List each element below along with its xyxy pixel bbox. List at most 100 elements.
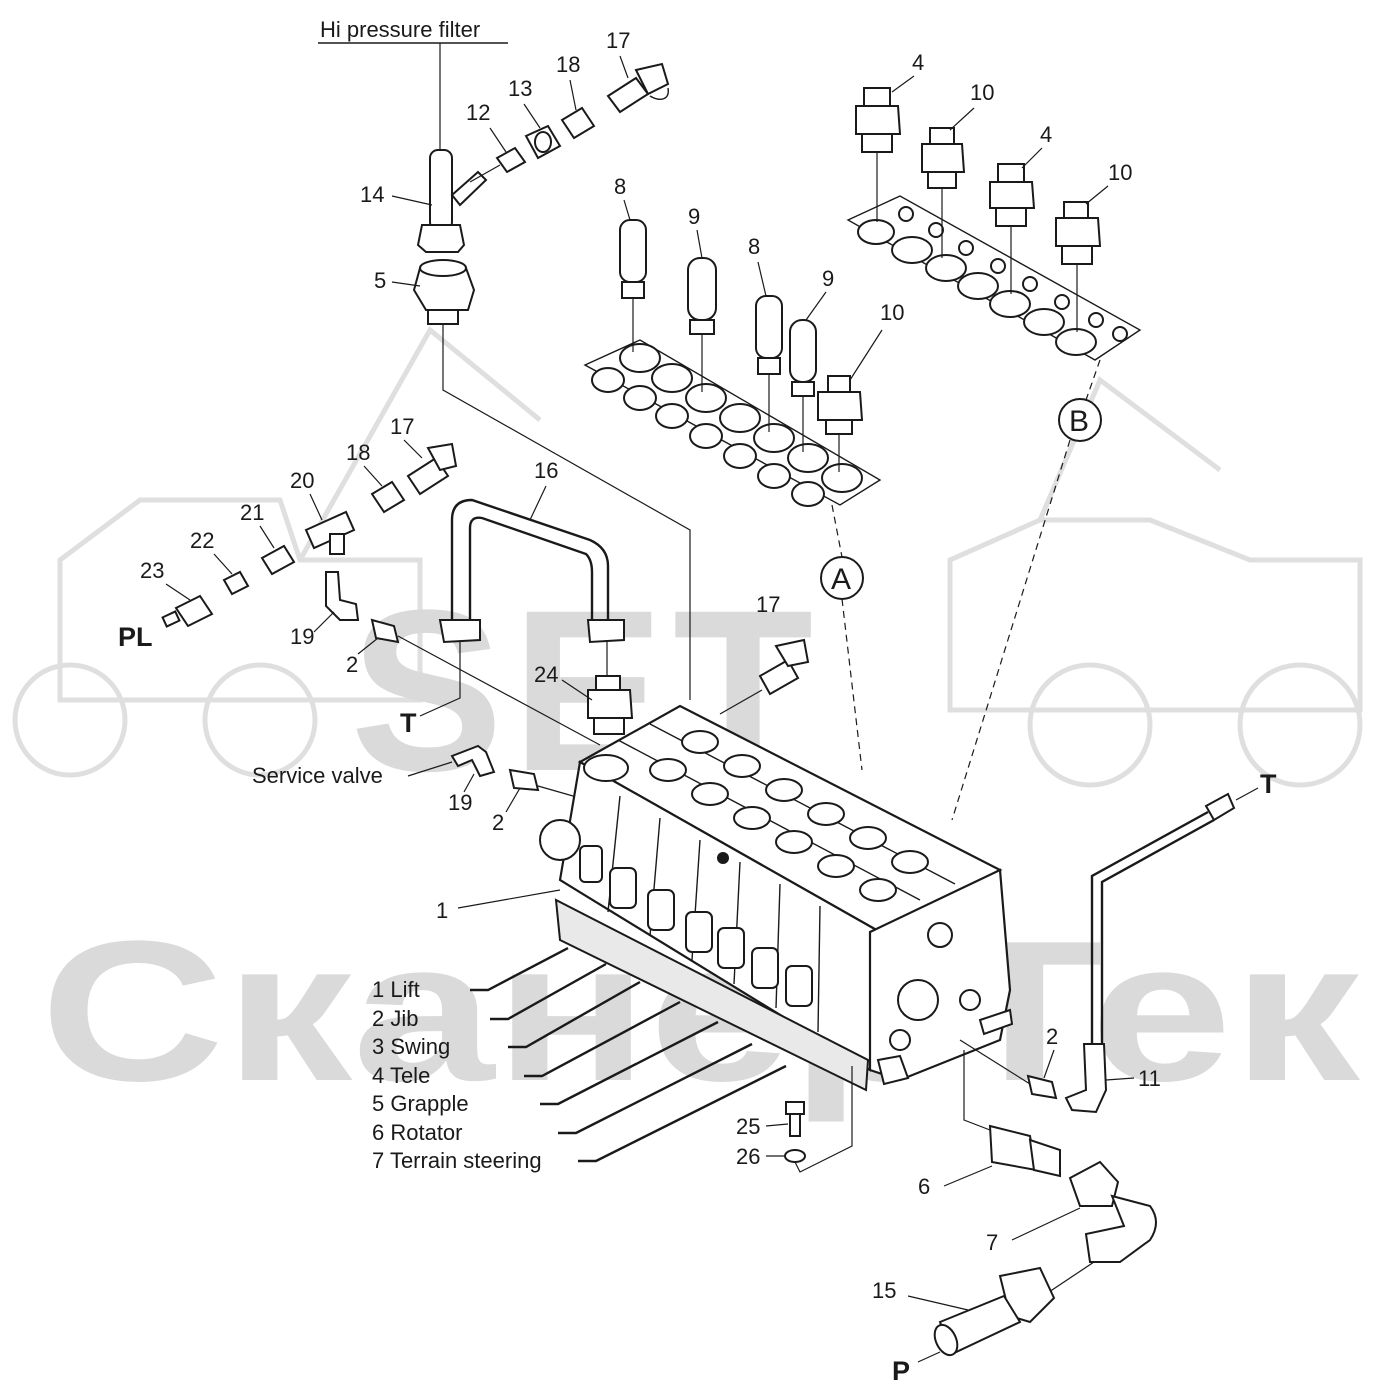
part-2-nipple-left <box>370 618 400 644</box>
part-17-test-point <box>606 62 670 114</box>
part-20-tee <box>304 510 356 555</box>
section-2: 2 Jib <box>372 1006 418 1031</box>
part-10b-fitting <box>921 127 966 189</box>
part-10c-fitting <box>1055 201 1102 265</box>
section-4: 4 Tele <box>372 1063 430 1088</box>
callout-11: 11 <box>1138 1066 1161 1091</box>
section-list: 1 Lift 2 Jib 3 Swing 4 Tele 5 Grapple 6 … <box>372 946 787 1173</box>
callout-17-top: 17 <box>606 28 630 53</box>
callout-12: 12 <box>466 100 490 125</box>
part-8b-fitting <box>755 295 783 375</box>
part-14-tee <box>416 149 488 253</box>
callout-2-left: 2 <box>346 652 358 677</box>
part-7-elbow <box>1068 1160 1157 1263</box>
section-3: 3 Swing <box>372 1034 450 1059</box>
callout-26: 26 <box>736 1144 760 1169</box>
part-10a-fitting <box>817 375 864 435</box>
callout-18-top: 18 <box>556 52 580 77</box>
port-t-left-label: T <box>400 708 417 738</box>
callout-10a: 10 <box>880 300 904 325</box>
callout-15: 15 <box>872 1278 896 1303</box>
part-26-washer <box>784 1149 806 1163</box>
callout-19-left: 19 <box>290 624 314 649</box>
callout-4a: 4 <box>912 50 924 75</box>
callout-25: 25 <box>736 1114 760 1139</box>
part-9b-fitting <box>789 319 817 397</box>
callout-5: 5 <box>374 268 386 293</box>
section-6: 6 Rotator <box>372 1120 463 1145</box>
part-2-nipple-service <box>508 768 540 792</box>
part-23-fitting <box>161 594 214 628</box>
filter-assembly: Hi pressure filter <box>318 17 691 700</box>
part-6-adapter <box>988 1124 1061 1178</box>
service-valve-assembly: Service valve 19 2 <box>252 744 581 835</box>
callout-2-service: 2 <box>492 810 504 835</box>
detail-a-ports: 8 9 8 9 10 A <box>583 174 904 771</box>
detail-a-fittings <box>591 343 863 507</box>
part-24-fitting <box>587 675 634 735</box>
part-17-test-point-left <box>406 442 458 496</box>
part-25-bolt <box>785 1101 805 1137</box>
callout-4b: 4 <box>1040 122 1052 147</box>
detail-b-marker: B <box>1058 398 1102 442</box>
callout-9b: 9 <box>822 266 834 291</box>
part-18-coupling <box>560 106 596 140</box>
port-pl-label: PL <box>118 622 153 652</box>
callout-13: 13 <box>508 76 532 101</box>
valve-solenoids <box>579 845 813 1007</box>
part-9a-fitting <box>687 257 717 335</box>
callout-6: 6 <box>918 1174 930 1199</box>
part-19-elbow-left <box>325 571 360 621</box>
port-p-label: P <box>892 1356 910 1386</box>
valve-marker-dot <box>717 852 729 864</box>
part-4a-fitting <box>855 87 902 153</box>
main-valve-block <box>539 704 1014 1092</box>
part-21-fitting <box>260 544 296 576</box>
part-22-fitting <box>222 570 250 596</box>
part-17-test-point-right <box>758 638 810 696</box>
part-2-nipple-right <box>1026 1074 1058 1100</box>
callout-23: 23 <box>140 558 164 583</box>
port-t-right-label: T <box>1260 769 1277 799</box>
callout-22: 22 <box>190 528 214 553</box>
part-13-nut <box>524 124 562 160</box>
part-4b-fitting <box>989 163 1036 227</box>
callout-10c: 10 <box>1108 160 1132 185</box>
callout-14: 14 <box>360 182 384 207</box>
callout-9a: 9 <box>688 204 700 229</box>
part-8a-fitting <box>619 219 647 299</box>
part-12-nipple <box>495 146 527 174</box>
callout-24: 24 <box>534 662 558 687</box>
section-5: 5 Grapple <box>372 1091 469 1116</box>
part-18-coupling-left <box>370 480 406 514</box>
svg-text:A: A <box>831 563 851 596</box>
detail-a-marker: A <box>820 556 864 600</box>
part-5-adapter <box>412 259 476 325</box>
section-1: 1 Lift <box>372 977 420 1002</box>
part-15-hose-end <box>933 1266 1056 1357</box>
valve-top-ports <box>583 730 929 902</box>
section-7: 7 Terrain steering <box>372 1148 542 1173</box>
callout-21: 21 <box>240 500 264 525</box>
callout-17-left: 17 <box>390 414 414 439</box>
callout-10b: 10 <box>970 80 994 105</box>
callout-17-right: 17 <box>756 592 780 617</box>
part-19-elbow-service <box>450 744 496 778</box>
callout-20: 20 <box>290 468 314 493</box>
detail-b-ports: 4 10 4 10 B <box>846 50 1142 821</box>
callout-7: 7 <box>986 1230 998 1255</box>
callout-2-right: 2 <box>1046 1024 1058 1049</box>
callout-16: 16 <box>534 458 558 483</box>
t-return-line: T <box>1090 769 1277 1050</box>
detail-b-fittings <box>857 206 1128 356</box>
svg-text:B: B <box>1069 405 1089 438</box>
callout-8a: 8 <box>614 174 626 199</box>
watermark-machinery-right <box>947 376 1363 788</box>
service-valve-label: Service valve <box>252 763 383 788</box>
hi-pressure-filter-label: Hi pressure filter <box>320 17 480 42</box>
watermark-machinery-left <box>12 326 542 778</box>
callout-18-left: 18 <box>346 440 370 465</box>
part-11-elbow <box>1064 1043 1108 1114</box>
callout-19-service: 19 <box>448 790 472 815</box>
